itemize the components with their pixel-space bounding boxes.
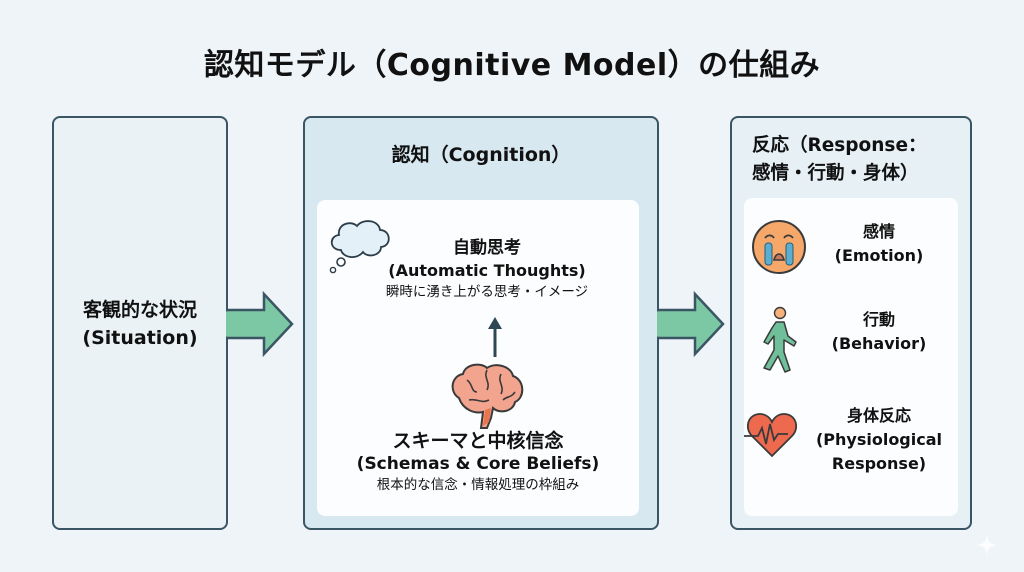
schema-en: (Schemas & Core Beliefs) (356, 454, 600, 474)
thought-bubble-icon (329, 220, 390, 274)
situation-panel: 客観的な状況 (Situation) (52, 116, 228, 530)
behavior-label: 行動 (Behavior) (804, 308, 954, 356)
response-panel: 反応（Response： 感情・行動・身体） 感情 (Emotion) 行動 (730, 116, 972, 530)
automatic-thoughts-desc: 瞬時に湧き上がる思考・イメージ (385, 284, 589, 300)
sparkle-icon (976, 534, 998, 556)
response-inner-card: 感情 (Emotion) 行動 (Behavior) 身体反応 (Physiol… (744, 198, 958, 516)
response-heading: 反応（Response： 感情・行動・身体） (752, 132, 962, 188)
situation-label-en: (Situation) (82, 327, 198, 349)
physiological-label-jp: 身体反応 (846, 406, 911, 425)
page-title: 認知モデル（Cognitive Model）の仕組み (203, 48, 821, 83)
emotion-label: 感情 (Emotion) (804, 220, 954, 268)
cognition-inner-card: 自動思考 (Automatic Thoughts) 瞬時に湧き上がる思考・イメー… (317, 200, 639, 516)
schema-desc: 根本的な信念・情報処理の枠組み (376, 477, 580, 493)
arrow-situation-to-cognition-icon (226, 290, 294, 358)
behavior-label-jp: 行動 (862, 310, 895, 329)
situation-label-jp: 客観的な状況 (82, 299, 197, 321)
emotion-label-en: (Emotion) (834, 246, 924, 265)
physiological-label-en: (Physiological (815, 430, 943, 449)
heartbeat-icon (744, 413, 798, 458)
arrow-cognition-to-response-icon (657, 290, 725, 358)
arrow-up-icon (488, 317, 502, 357)
crying-face-icon (752, 220, 806, 274)
cognition-heading: 認知（Cognition） (391, 144, 571, 166)
physiological-label-en2: Response) (831, 454, 927, 473)
situation-label: 客観的な状況 (Situation) (54, 296, 226, 352)
response-heading-line1: 反応（Response： (752, 135, 927, 156)
automatic-thoughts-block: 自動思考 (Automatic Thoughts) 瞬時に湧き上がる思考・イメー… (357, 236, 617, 302)
response-heading-line2: 感情・行動・身体） (752, 163, 919, 184)
schema-jp: スキーマと中核信念 (392, 430, 564, 452)
cognition-panel: 認知（Cognition） 自動思考 (Automatic Thoughts) … (303, 116, 659, 530)
emotion-label-jp: 感情 (862, 222, 895, 241)
walking-person-icon (763, 306, 797, 373)
automatic-thoughts-jp: 自動思考 (453, 238, 521, 258)
automatic-thoughts-en: (Automatic Thoughts) (388, 261, 586, 280)
behavior-label-en: (Behavior) (831, 334, 927, 353)
physiological-label: 身体反応 (Physiological Response) (804, 404, 954, 476)
brain-icon (451, 363, 524, 429)
schema-block: スキーマと中核信念 (Schemas & Core Beliefs) 根本的な信… (317, 429, 639, 495)
